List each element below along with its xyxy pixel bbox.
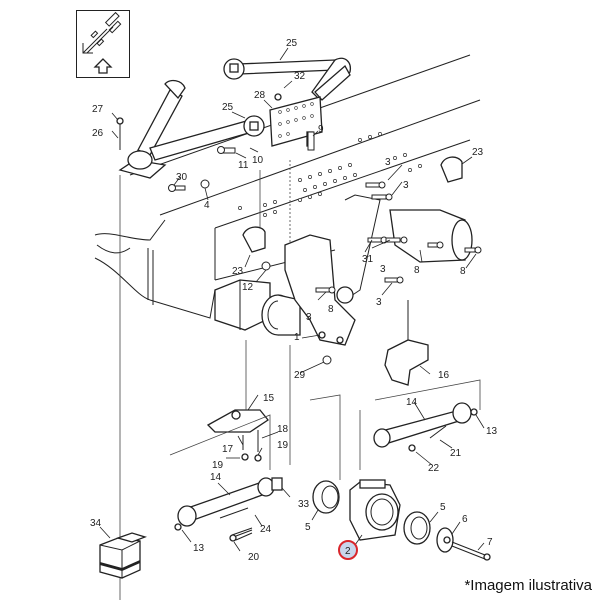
callout-1[interactable]: 1 [294,332,300,343]
callout-6[interactable]: 6 [462,514,468,525]
bracket-16 [384,300,429,386]
bushing-assembly [312,479,491,561]
callout-12[interactable]: 12 [242,282,254,293]
callout-32[interactable]: 32 [294,71,306,82]
direction-arrow-up-icon [82,11,122,74]
callout-21[interactable]: 21 [450,448,462,459]
rear-cylinder [389,209,473,263]
lower-v-rod [116,79,265,600]
callout-9[interactable]: 9 [318,124,324,135]
callout-13[interactable]: 13 [193,543,205,554]
callout-30[interactable]: 30 [176,172,188,183]
callout-20[interactable]: 20 [248,552,260,563]
callout-33[interactable]: 33 [298,499,310,510]
callout-25[interactable]: 25 [222,102,234,113]
callout-2-highlighted[interactable]: 2 [345,546,351,557]
callout-3[interactable]: 3 [385,157,391,168]
bracket-23 [242,156,463,253]
callout-31[interactable]: 31 [362,254,374,265]
callout-15[interactable]: 15 [263,393,275,404]
callout-14[interactable]: 14 [406,397,418,408]
callout-11[interactable]: 11 [238,160,249,171]
bracket-15 [206,340,269,462]
callout-10[interactable]: 10 [252,155,264,166]
callout-3[interactable]: 3 [306,312,312,323]
callout-8[interactable]: 8 [328,304,334,315]
upper-v-rod [223,57,351,101]
callout-23[interactable]: 23 [232,266,244,277]
callout-4[interactable]: 4 [204,200,210,211]
callout-14[interactable]: 14 [210,472,222,483]
callout-19[interactable]: 19 [277,440,289,451]
callout-13[interactable]: 13 [486,426,498,437]
highlight-ring[interactable] [338,540,358,560]
callout-7[interactable]: 7 [487,537,493,548]
callout-5[interactable]: 5 [440,502,446,513]
callout-28[interactable]: 28 [254,90,266,101]
callout-23[interactable]: 23 [472,147,484,158]
callout-22[interactable]: 22 [428,463,440,474]
callout-34[interactable]: 34 [90,518,102,529]
callout-29[interactable]: 29 [294,370,306,381]
axle-housing [94,219,301,336]
callout-3[interactable]: 3 [376,297,382,308]
bolt-20 [229,529,253,542]
orientation-nav-box[interactable] [76,10,130,78]
callout-16[interactable]: 16 [438,370,450,381]
kit-box-icon [99,532,147,579]
callout-27[interactable]: 27 [92,104,104,115]
bolts [168,131,482,365]
callout-18[interactable]: 18 [277,424,289,435]
callout-17[interactable]: 17 [222,444,234,455]
callout-24[interactable]: 24 [260,524,272,535]
callout-8[interactable]: 8 [414,265,420,276]
callout-3[interactable]: 3 [380,264,386,275]
callout-25[interactable]: 25 [286,38,298,49]
torque-rod-right [373,402,478,452]
callout-5[interactable]: 5 [305,522,311,533]
callout-labels: 25 32 28 25 27 26 9 10 11 30 4 23 3 3 23… [90,38,498,563]
callout-26[interactable]: 26 [92,128,104,139]
torque-rod-left [174,477,283,536]
illustrative-image-caption: *Imagem ilustrativa [464,577,592,594]
leader-frames [169,345,481,480]
callout-8[interactable]: 8 [460,266,466,277]
callout-3[interactable]: 3 [403,180,409,191]
callout-leaders [99,47,485,552]
callout-19[interactable]: 19 [212,460,224,471]
frame-rail [129,54,481,281]
